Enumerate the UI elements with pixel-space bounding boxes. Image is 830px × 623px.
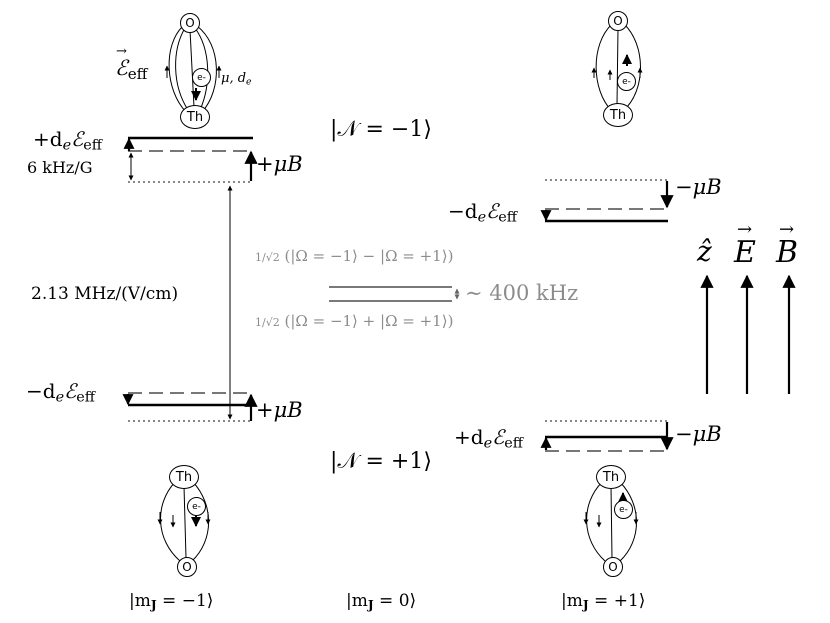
molecule-top-left: [164, 25, 222, 113]
minus-de-eff-label: −deℰeff: [448, 199, 517, 226]
right-upper-levels: [540, 179, 674, 223]
omega-minus-label: 1/√2 (|Ω = −1⟩ − |Ω = +1⟩): [255, 247, 454, 265]
zeeman-label: 6 kHz/G: [27, 158, 93, 177]
oxygen-atom: O: [608, 11, 628, 31]
field-axes: [700, 274, 796, 394]
molecule-bottom-left: [157, 481, 211, 562]
electron: e-: [187, 497, 206, 516]
mu-de-label: μ, de: [221, 71, 252, 88]
molecule-bottom-right: [583, 481, 639, 562]
e-field-label: →E: [734, 219, 756, 270]
z-axis-label: ẑ: [697, 235, 712, 268]
b-field-label: →B: [776, 219, 799, 270]
state-lower: |𝒩 = +1⟩: [330, 449, 432, 474]
splitting-label: ∼ 400 kHz: [465, 281, 579, 305]
column-label-left: |mJ = −1⟩: [129, 591, 214, 613]
right-lower-levels: [540, 420, 674, 452]
oxygen-atom: O: [177, 557, 197, 577]
electron: e-: [614, 500, 633, 519]
oxygen-atom: O: [603, 557, 623, 577]
thorium-atom: Th: [180, 105, 210, 129]
state-upper: |𝒩 = −1⟩: [330, 117, 432, 142]
plus-muB-label: +μB: [256, 398, 303, 422]
eff-field-label: →ℰeff: [115, 44, 148, 83]
minus-muB-label: −μB: [675, 175, 722, 199]
molecule-top-right: [591, 23, 643, 111]
left-upper-levels: [123, 136, 258, 183]
plus-muB-label: +μB: [256, 152, 303, 176]
minus-de-eff-label: −deℰeff: [26, 379, 95, 406]
column-label-right: |mJ = +1⟩: [561, 591, 646, 613]
plus-de-eff-label: +deℰeff: [33, 127, 102, 154]
electron: e-: [192, 68, 211, 87]
oxygen-atom: O: [180, 13, 200, 33]
column-label-middle: |mJ = 0⟩: [346, 591, 417, 613]
plus-de-eff-label: +deℰeff: [454, 425, 523, 452]
stark-label: 2.13 MHz/(V/cm): [31, 284, 179, 304]
thorium-atom: Th: [169, 465, 199, 489]
thorium-atom: Th: [596, 465, 626, 489]
omega-doublet: [329, 286, 460, 302]
thorium-atom: Th: [603, 103, 633, 127]
left-lower-levels: [122, 392, 258, 422]
omega-plus-label: 1/√2 (|Ω = −1⟩ + |Ω = +1⟩): [255, 312, 454, 330]
minus-muB-label: −μB: [675, 422, 722, 446]
electron: e-: [617, 72, 636, 91]
